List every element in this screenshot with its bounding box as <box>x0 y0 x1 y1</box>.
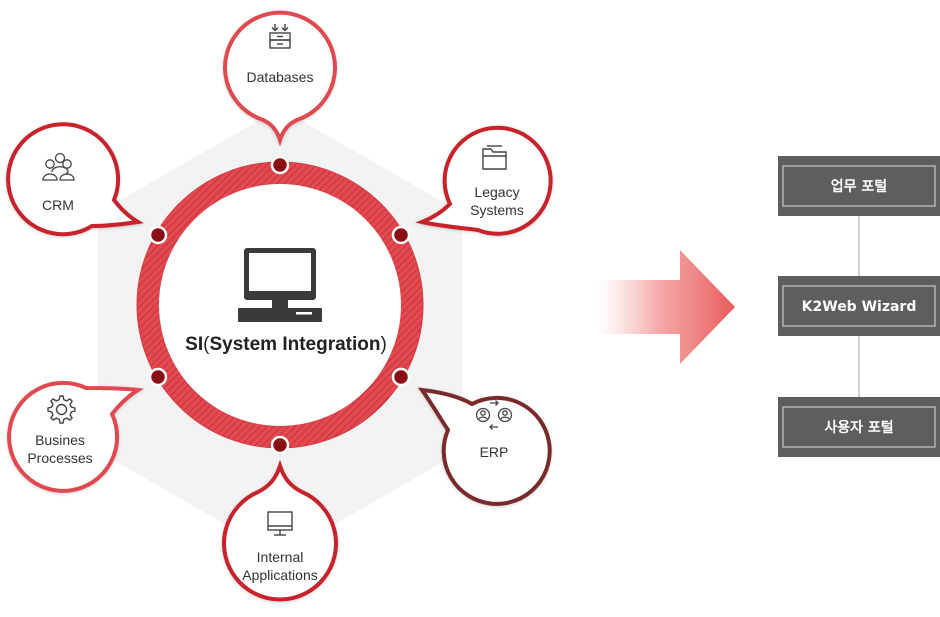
stack-box-k2web-wizard: K2Web Wizard <box>778 276 940 336</box>
stack-label-k2web-wizard: K2Web Wizard <box>802 299 917 315</box>
center-title: SI(System Integration) <box>185 334 387 355</box>
stack-label-work-portal: 업무 포털 <box>831 178 887 195</box>
internal-applications-label-line2: Applications <box>242 567 318 583</box>
ring-dot-top <box>270 155 290 175</box>
right-arrow-icon <box>598 250 735 364</box>
legacy-systems-label-line1: Legacy <box>474 184 519 200</box>
node-legacy-systems: Legacy Systems <box>415 125 553 236</box>
ring-dot-upper-left <box>148 225 168 245</box>
monitor-icon <box>267 511 293 536</box>
gear-icon <box>47 395 76 424</box>
stack-label-user-portal: 사용자 포털 <box>824 419 893 436</box>
center-close-paren: ) <box>381 334 387 355</box>
center-name: System Integration <box>209 334 380 355</box>
databases-label: Databases <box>247 69 314 85</box>
busines-processes-label-line1: Busines <box>35 432 85 448</box>
erp-label: ERP <box>480 444 509 460</box>
node-busines-processes: Busines Processes <box>7 380 144 493</box>
node-databases: Databases <box>223 10 337 147</box>
internal-applications-label-line1: Internal <box>257 549 304 565</box>
node-erp: ERP <box>417 387 552 506</box>
user-exchange-icon <box>475 400 513 430</box>
ring-dots <box>148 155 411 455</box>
busines-processes-bubble <box>7 380 144 493</box>
legacy-systems-bubble <box>415 125 553 236</box>
folder-icon <box>482 145 507 170</box>
center-prefix: SI <box>185 334 203 355</box>
center-open-paren: ( <box>203 334 210 355</box>
stack-box-work-portal: 업무 포털 <box>778 156 940 216</box>
stack-box-user-portal: 사용자 포털 <box>778 397 940 457</box>
portal-stack: 업무 포털 K2Web Wizard 사용자 포털 <box>778 156 940 457</box>
erp-bubble <box>417 387 552 506</box>
node-internal-applications: Internal Applications <box>222 459 338 602</box>
people-group-icon <box>42 152 75 181</box>
ring-dot-bottom <box>270 435 290 455</box>
databases-bubble <box>223 10 337 147</box>
ring-dot-upper-right <box>391 225 411 245</box>
ring-dot-lower-left <box>148 367 168 387</box>
ring-dot-lower-right <box>391 367 411 387</box>
busines-processes-label-line2: Processes <box>27 450 92 466</box>
legacy-systems-label-line2: Systems <box>470 202 524 218</box>
computer-icon <box>238 248 322 322</box>
database-archive-icon <box>269 24 291 49</box>
crm-bubble <box>6 122 144 237</box>
crm-label: CRM <box>42 197 74 213</box>
node-crm: CRM <box>6 122 144 237</box>
